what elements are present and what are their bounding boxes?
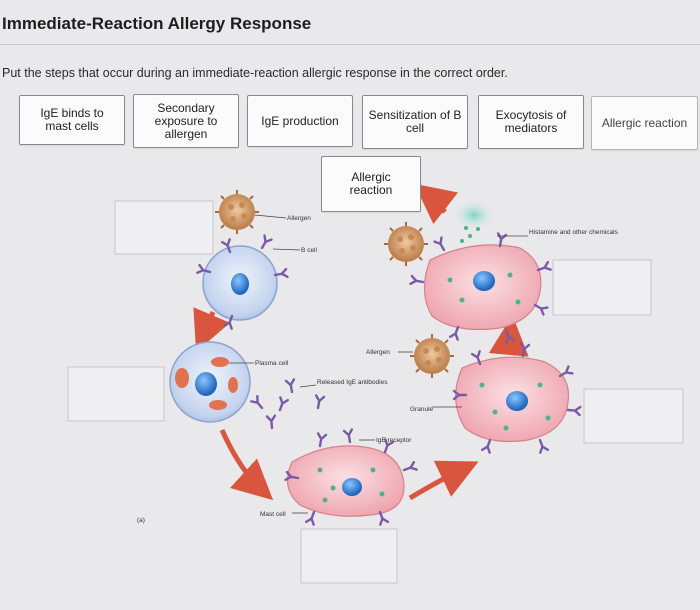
svg-text:Plasma cell: Plasma cell xyxy=(255,360,289,367)
answer-card-exocytosis[interactable]: Exocytosis of mediators xyxy=(478,95,584,149)
svg-text:Granule: Granule xyxy=(410,406,434,413)
answer-card-ige-production[interactable]: IgE production xyxy=(247,95,353,147)
svg-text:B cell: B cell xyxy=(301,247,317,254)
page-title: Immediate-Reaction Allergy Response xyxy=(2,14,312,33)
svg-text:Mast cell: Mast cell xyxy=(260,511,286,518)
divider xyxy=(0,44,700,45)
instructions: Put the steps that occur during an immed… xyxy=(2,66,508,80)
svg-text:Released IgE antibodies: Released IgE antibodies xyxy=(317,379,388,386)
answer-card-secondary-exposure[interactable]: Secondary exposure to allergen xyxy=(133,94,239,148)
drop-slot-1[interactable] xyxy=(114,200,214,255)
drop-slot-5[interactable] xyxy=(552,259,652,316)
drop-slot-2[interactable] xyxy=(67,366,165,422)
svg-text:Allergen: Allergen xyxy=(366,349,390,356)
svg-text:(a): (a) xyxy=(137,517,145,524)
answer-card-allergic-reaction[interactable]: Allergic reaction xyxy=(591,96,698,150)
svg-text:Allergen: Allergen xyxy=(287,215,311,222)
allergen-icon xyxy=(214,189,260,235)
drop-slot-4[interactable] xyxy=(583,388,684,444)
svg-text:IgE receptor: IgE receptor xyxy=(376,437,412,444)
drop-slot-3[interactable] xyxy=(300,528,398,584)
svg-text:Histamine and other chemicals: Histamine and other chemicals xyxy=(529,229,619,236)
placed-card-allergic-reaction[interactable]: Allergic reaction xyxy=(321,156,421,212)
answer-card-sensitization[interactable]: Sensitization of B cell xyxy=(362,95,468,149)
answer-card-ige-binds[interactable]: IgE binds to mast cells xyxy=(19,95,125,145)
